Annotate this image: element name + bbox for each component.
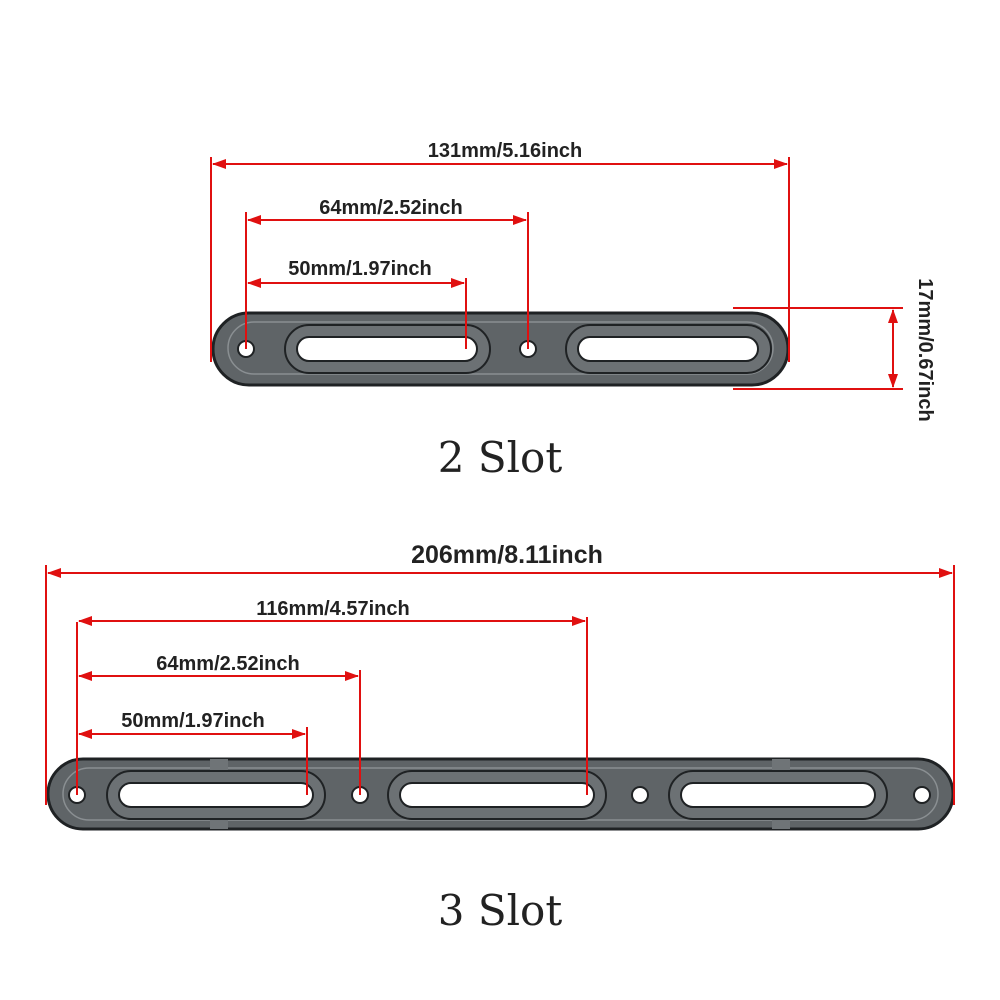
slot-opening	[680, 782, 876, 808]
two-slot-plate	[211, 311, 790, 387]
hole-spacing-label: 64mm/2.52inch	[319, 197, 462, 219]
two-slot-caption: 2 Slot	[438, 433, 563, 482]
long-spacing-label: 116mm/4.57inch	[256, 598, 409, 620]
thickness-label: 17mm/0.67inch	[914, 278, 936, 421]
two-slot-dimensions	[210, 157, 903, 390]
slot-length-label: 50mm/1.97inch	[121, 710, 264, 732]
slot-opening	[296, 336, 478, 362]
slot-opening	[399, 782, 595, 808]
three-slot-plate	[46, 757, 955, 831]
three-slot-caption: 3 Slot	[438, 886, 563, 935]
plate-chamfer	[227, 321, 774, 375]
slot-opening	[118, 782, 314, 808]
slot-length-label: 50mm/1.97inch	[288, 258, 431, 280]
mount-hole	[631, 786, 649, 804]
slot-opening	[577, 336, 759, 362]
overall-length-label: 206mm/8.11inch	[411, 541, 603, 569]
overall-length-label: 131mm/5.16inch	[428, 140, 583, 162]
three-slot-dimensions	[45, 565, 955, 805]
mount-hole	[913, 786, 931, 804]
hole-spacing-label: 64mm/2.52inch	[156, 653, 299, 675]
